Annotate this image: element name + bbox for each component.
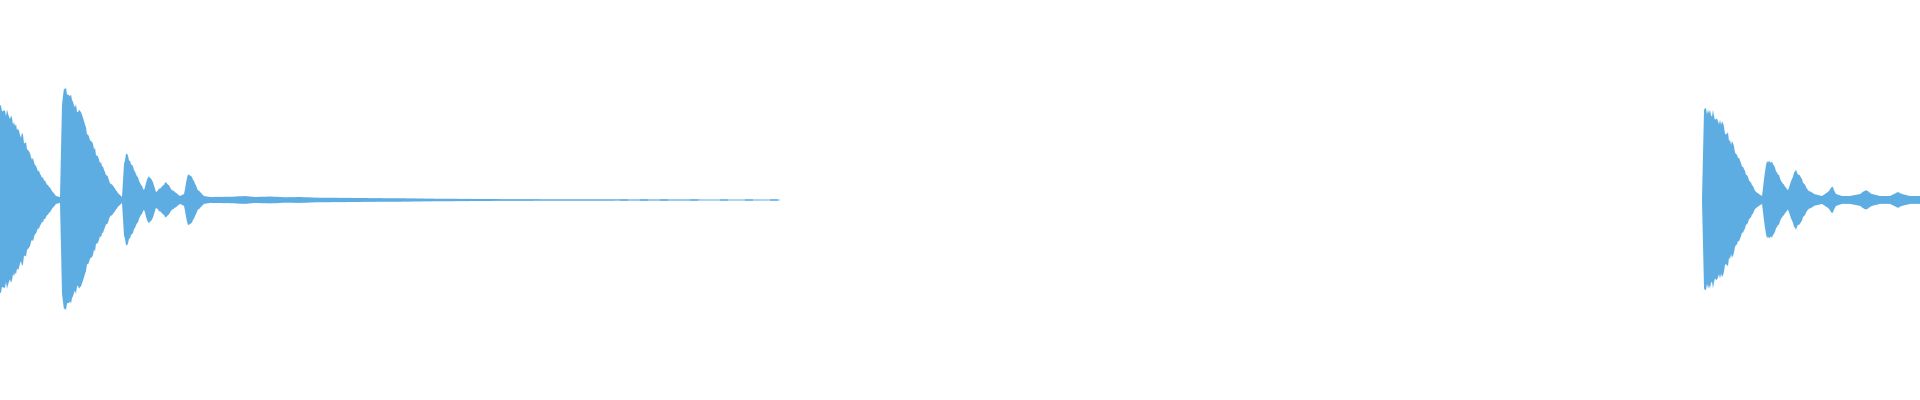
waveform-tail-dash	[770, 199, 778, 201]
waveform-region-2	[1702, 108, 1920, 291]
waveform-tail-dash	[745, 199, 753, 201]
waveform-region-1	[0, 87, 780, 311]
waveform-segments	[0, 87, 1920, 311]
waveform-tail-dash	[640, 199, 648, 201]
waveform-tail-dash	[720, 199, 728, 201]
waveform-tail-dash	[620, 199, 628, 201]
waveform-tail-dash	[660, 199, 668, 201]
waveform-tail-dash	[690, 199, 698, 201]
